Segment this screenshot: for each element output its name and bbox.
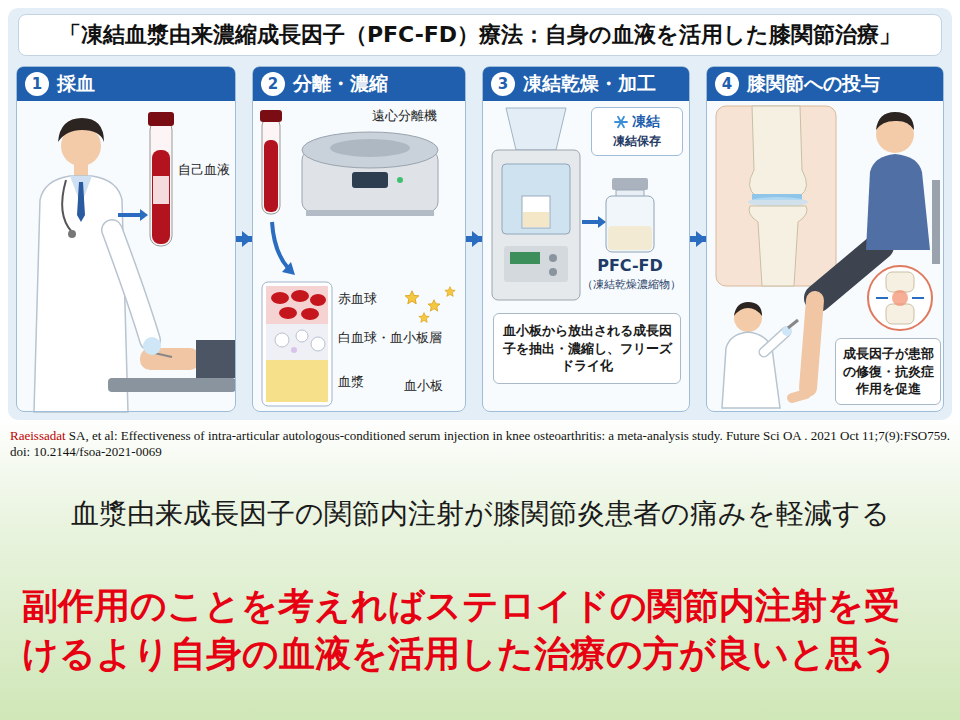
step-heading: 採血 xyxy=(57,71,95,97)
vial xyxy=(606,178,654,252)
caption-text: 血小板から放出される成長因子を抽出・濃縮し、フリーズドライ化 xyxy=(502,322,672,375)
title-text: 「凍結血漿由来濃縮成長因子（PFC-FD）療法：自身の血液を活用した膝関節治療」 xyxy=(59,20,901,50)
blood-layers xyxy=(262,282,332,406)
joint-inset xyxy=(868,266,932,330)
storage-box: 凍結凍結保存 xyxy=(591,107,683,156)
step-heading: 分離・濃縮 xyxy=(293,71,388,97)
step-number: 4 xyxy=(715,72,739,96)
step-header: 4 膝関節への投与 xyxy=(707,67,943,101)
snowflake-stroke xyxy=(618,117,624,127)
flow-arrow xyxy=(690,236,706,242)
blood-tube xyxy=(260,110,295,275)
step-number: 3 xyxy=(491,72,515,96)
caption-box: 血小板から放出される成長因子を抽出・濃縮し、フリーズドライ化 xyxy=(493,313,681,384)
flow-arrow-small xyxy=(118,209,148,221)
tube-label: 自己血液 xyxy=(178,162,230,178)
platelet-label: 血小板 xyxy=(404,378,443,394)
centrifuge xyxy=(302,132,438,216)
summary-text: 血漿由来成長因子の関節内注射が膝関節炎患者の痛みを軽減する xyxy=(0,496,960,531)
snowflake-icon xyxy=(614,115,628,129)
caption-text: 成長因子が患部の修復・抗炎症作用を促進 xyxy=(842,345,934,398)
step-number: 2 xyxy=(261,72,285,96)
citation-text: SA, et al: Effectiveness of intra-articu… xyxy=(10,428,950,459)
layer-label: 白血球・血小板層 xyxy=(338,330,442,346)
flow-arrow xyxy=(236,236,252,242)
step-heading: 凍結乾燥・加工 xyxy=(523,71,656,97)
knee-joint xyxy=(716,106,836,286)
citation: RaeissadatSA, et al: Effectiveness of in… xyxy=(10,428,950,460)
step-number: 1 xyxy=(25,72,49,96)
patient-arm xyxy=(108,337,236,392)
storage-title: 凍結 xyxy=(632,113,660,131)
blood-tube xyxy=(148,112,174,246)
step-panel: 4 膝関節への投与成長因子が患部の修復・抗炎症作用を促進 xyxy=(706,66,944,412)
step-header: 2 分離・濃縮 xyxy=(253,67,465,101)
caption-box: 成長因子が患部の修復・抗炎症作用を促進 xyxy=(835,338,941,405)
step-header: 3 凍結乾燥・加工 xyxy=(483,67,689,101)
device-label: 遠心分離機 xyxy=(372,108,437,124)
layer-label: 赤血球 xyxy=(338,291,377,307)
infographic-ground xyxy=(8,8,952,420)
platelet-stars xyxy=(405,287,455,323)
step-header: 1 採血 xyxy=(17,67,235,101)
step-heading: 膝関節への投与 xyxy=(747,71,880,97)
panel-grounds xyxy=(16,66,944,412)
snowflake-stroke xyxy=(618,117,624,127)
freeze-dryer xyxy=(492,108,606,300)
opinion-text: 副作用のことを考えればステロイドの関節内注射を受けるより自身の血液を活用した治療… xyxy=(22,582,902,678)
product-sublabel: （凍結乾燥濃縮物） xyxy=(576,278,686,292)
doctor-figure xyxy=(34,118,150,412)
doctor-figure xyxy=(722,302,798,408)
title-box: 「凍結血漿由来濃縮成長因子（PFC-FD）療法：自身の血液を活用した膝関節治療」 xyxy=(18,14,942,56)
step-panel: 3 凍結乾燥・加工凍結凍結保存血小板から放出される成長因子を抽出・濃縮し、フリーズ… xyxy=(482,66,690,412)
patient-figure xyxy=(792,112,940,398)
storage-text: 凍結保存 xyxy=(598,133,676,150)
flow-arrow xyxy=(466,236,482,242)
step-panel: 1 採血 xyxy=(16,66,236,412)
product-label: PFC-FD xyxy=(580,256,680,276)
layer-label: 血漿 xyxy=(338,374,364,390)
storage-row: 凍結 xyxy=(598,113,676,131)
citation-author: Raeissadat xyxy=(10,428,66,443)
